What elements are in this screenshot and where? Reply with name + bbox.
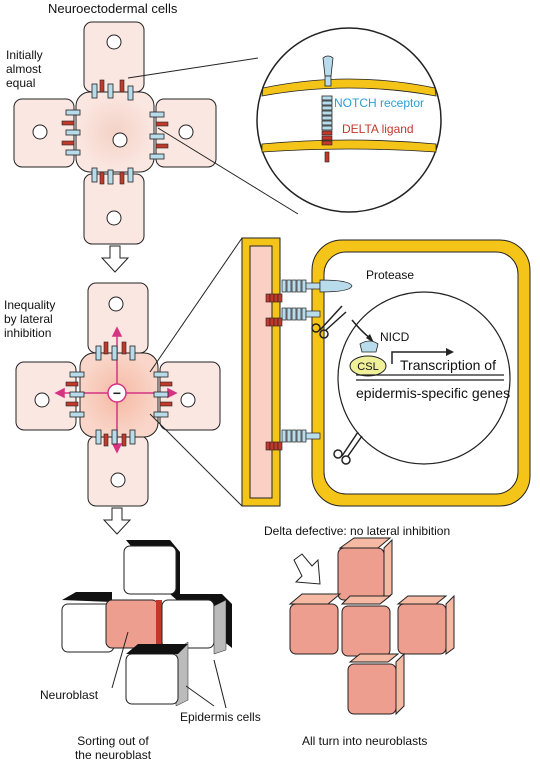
transcription-label: Transcription of [400, 357, 496, 373]
epidermis-pointer-2 [185, 685, 215, 707]
caption-left-line1: Sorting out of [77, 734, 149, 748]
zoom-line-top [127, 57, 259, 79]
stage2-line2: by lateral [4, 312, 53, 326]
title: Neuroectodermal cells [48, 1, 178, 16]
caption-left-line2: the neuroblast [74, 748, 152, 762]
nucleus-south [106, 210, 122, 226]
nicd-label: NICD [380, 330, 410, 344]
cell-north [83, 21, 145, 93]
sorting-blocks [61, 540, 232, 709]
protease-label: Protease [366, 268, 415, 282]
notch-pairs-panel2 [281, 279, 353, 443]
bottom-right-title: Delta defective: no lateral inhibition [264, 524, 451, 538]
stage1-line2: almost [6, 62, 42, 76]
bottom-right-caption: All turn into neuroblasts [302, 734, 428, 748]
csl-label: CSL [357, 361, 378, 373]
zoom-circle-1 [256, 27, 442, 213]
stage1-line3: equal [6, 76, 36, 90]
down-arrow-1 [100, 245, 130, 273]
zoom-panel-2: CSL [241, 237, 531, 507]
nucleus-center [112, 132, 128, 148]
stage1-line1: Initially [6, 48, 43, 62]
stage2-line3: inhibition [4, 326, 52, 340]
scissors-icon-2 [333, 431, 363, 465]
scissors-icon [311, 305, 347, 339]
stage2-label: Inequality by lateral inhibition [4, 298, 55, 340]
zoom2-line-top [149, 237, 243, 373]
neuroblast-blocks [288, 537, 455, 716]
neuroblast-pointer [111, 631, 129, 689]
epidermis-pointer-1 [213, 659, 227, 709]
stage1-label: Initially almost equal [6, 48, 43, 90]
notch-receptor-shape [321, 55, 334, 131]
middle-cell-cluster: − [15, 282, 221, 507]
zoom2-line-bottom [149, 413, 243, 507]
nucleus-zoom [337, 291, 511, 465]
csl-factor [349, 355, 387, 377]
diagonal-arrow [293, 553, 321, 585]
transcription-arrow [391, 351, 448, 364]
neuroblast-label: Neuroblast [40, 688, 99, 702]
nucleus-west [32, 124, 48, 140]
delta-label: DELTA ligand [342, 122, 414, 136]
down-arrow-2 [102, 507, 132, 535]
notch-label: NOTCH receptor [334, 96, 425, 110]
bottom-left-caption: Sorting out of the neuroblast [58, 734, 168, 762]
nucleus-east [178, 124, 194, 140]
genes-label: epidermis-specific genes [356, 385, 511, 401]
receptor-ligand-pairs [65, 83, 165, 185]
stage2-line1: Inequality [4, 298, 56, 312]
delta-ligand-shape [321, 130, 333, 163]
zoom-line-bottom [157, 127, 299, 215]
cell-south [83, 173, 145, 245]
neuroblast-block [105, 599, 159, 649]
cell-center [75, 91, 155, 173]
epidermis-label: Epidermis cells [180, 710, 261, 724]
minus-sign: − [113, 385, 121, 401]
mid-cell-north [87, 282, 149, 354]
top-cell-cluster [13, 21, 217, 245]
nucleus-north [106, 34, 122, 50]
